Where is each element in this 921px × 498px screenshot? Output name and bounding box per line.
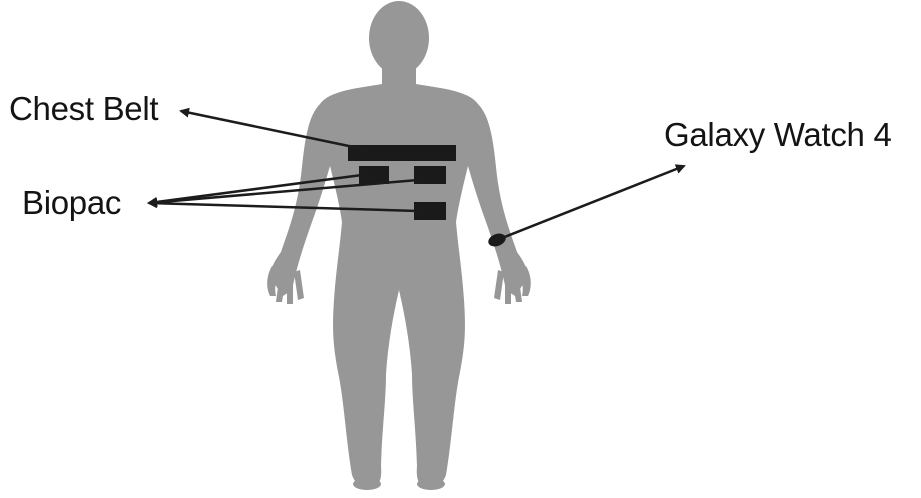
biopac-arrow-left [149,175,362,203]
galaxy-watch-label: Galaxy Watch 4 [664,118,892,151]
biopac-electrode-lower [414,202,446,220]
biopac-electrode-right [414,166,446,184]
biopac-label: Biopac [22,186,121,219]
chest-belt-sensor [348,145,456,161]
chest-belt-label: Chest Belt [9,92,158,125]
galaxy-watch-arrow [502,166,684,238]
biopac-electrode-left [359,166,389,184]
